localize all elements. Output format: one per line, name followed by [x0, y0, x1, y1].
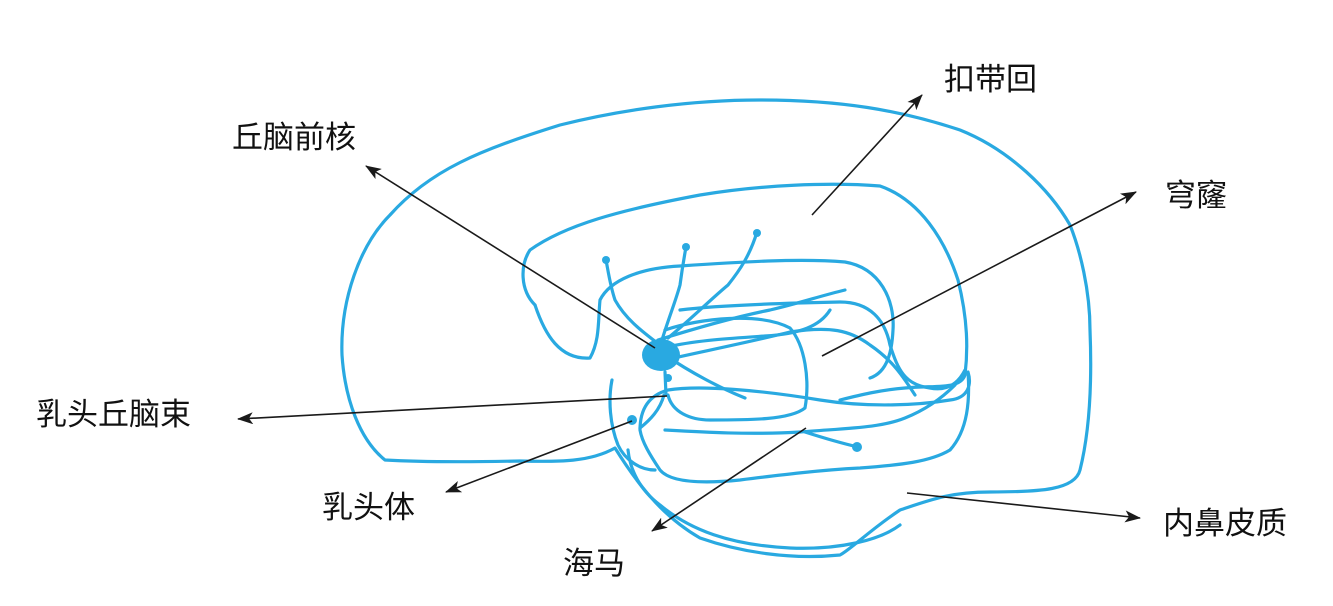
- fiber-tip-2: [682, 243, 690, 251]
- fiber-branch-4: [670, 308, 832, 348]
- fornix-body-arch: [678, 300, 967, 391]
- fornix-crura: [656, 288, 847, 342]
- mammillary-fiber: [638, 370, 668, 430]
- label-fornix: 穹窿: [1165, 178, 1227, 214]
- parahippocampal-arc: [608, 378, 657, 472]
- anterior-thalamic-nucleus-node: [642, 339, 680, 371]
- cingulate-gyrus-outer-contour: [340, 98, 1093, 559]
- label-entorhinal-cortex: 内鼻皮质: [1163, 506, 1287, 542]
- hippocampus-contour: [638, 370, 972, 484]
- temporal-lobe-loop: [626, 448, 902, 550]
- arrow-cingulate-gyrus: [811, 94, 923, 216]
- mammillary-body-node: [627, 415, 637, 425]
- fiber-tip-1: [602, 256, 610, 264]
- fornix-to-mammillary: [803, 430, 860, 449]
- hippocampus-inner-band: [663, 383, 957, 435]
- fornix-column: [663, 327, 917, 397]
- fiber-node-small: [664, 374, 672, 382]
- label-mammillothalamic-tract: 乳头丘脑束: [36, 397, 191, 433]
- label-mammillary-body: 乳头体: [322, 490, 415, 526]
- arrow-fornix: [821, 191, 1137, 357]
- fiber-branch-1: [604, 258, 662, 347]
- label-hippocampus: 海马: [563, 546, 625, 582]
- thalamus-loop: [663, 316, 809, 422]
- fiber-tip-3: [753, 229, 761, 237]
- arrow-hippocampus: [651, 427, 807, 532]
- hippocampal-node: [852, 442, 862, 452]
- cingulate-inner-lower-loop: [533, 258, 895, 380]
- fiber-branch-2: [660, 245, 688, 342]
- arrow-mammillary-body: [445, 420, 633, 493]
- cingulate-gyrus-inner-contour: [521, 182, 969, 402]
- label-cingulate-gyrus: 扣带回: [944, 62, 1037, 98]
- arrow-anterior-thalamic-nucleus: [365, 165, 656, 349]
- arrow-mammillothalamic-tract: [237, 395, 668, 425]
- label-anterior-thalamic-nucleus: 丘脑前核: [232, 120, 356, 156]
- fiber-branch-3: [666, 230, 759, 340]
- arrow-entorhinal-cortex: [906, 492, 1141, 523]
